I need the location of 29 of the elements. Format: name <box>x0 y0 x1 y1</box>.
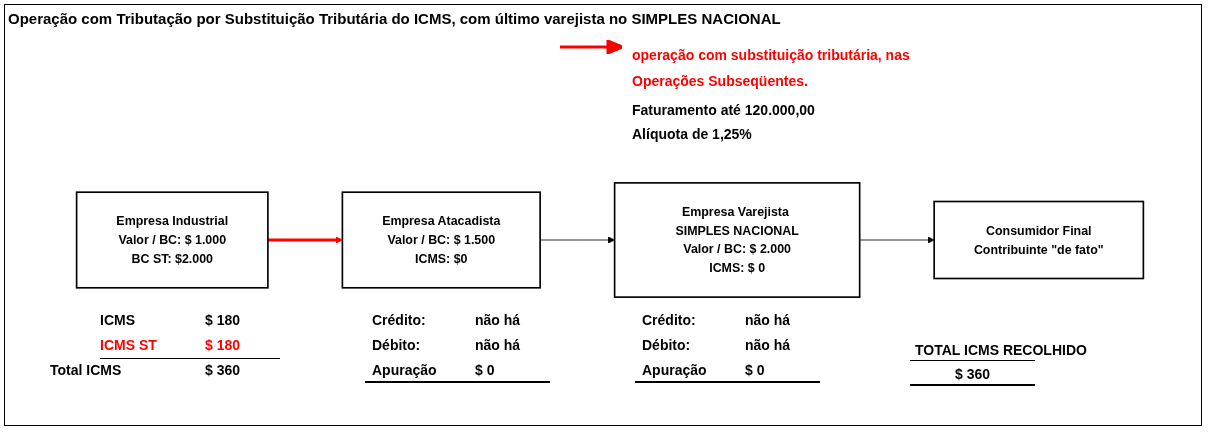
value-text: $ 180 <box>205 312 241 328</box>
row-label: Total ICMS <box>50 362 122 378</box>
row-label: Crédito: <box>372 312 426 328</box>
row-label: Apuração <box>642 362 707 378</box>
row-label: ICMS <box>100 312 135 328</box>
value-text: $ 360 <box>955 366 991 382</box>
row-label: ICMS ST <box>100 337 157 353</box>
note-text: Alíquota de 1,25% <box>632 126 752 142</box>
value-text: não há <box>745 312 791 328</box>
note-text: Faturamento até 120.000,00 <box>632 102 815 118</box>
value-text: $ 0 <box>745 362 765 378</box>
table-heading: TOTAL ICMS RECOLHIDO <box>915 342 1087 358</box>
node-box: Empresa Industrial Valor / BC: $ 1.000 BC ST: $2.000 <box>75 191 269 289</box>
row-label: Crédito: <box>642 312 696 328</box>
value-text: $ 0 <box>475 362 495 378</box>
value-text: não há <box>475 337 521 353</box>
row-label: Débito: <box>642 337 691 353</box>
arrow <box>267 236 343 244</box>
row-label: Débito: <box>372 337 421 353</box>
value-text: $ 360 <box>205 362 241 378</box>
legend-text: operação com substituição tributária, nas Operações Subseqüentes. <box>632 46 911 91</box>
node-box: Consumidor Final Contribuinte "de fato" <box>933 200 1145 280</box>
value-text: $ 180 <box>205 337 241 353</box>
node-box: Empresa Varejista SIMPLES NACIONAL Valor / BC: $ 2.000 ICMS: $ 0 <box>613 182 861 298</box>
row-label: Apuração <box>372 362 437 378</box>
node-box: Empresa Atacadista Valor / BC: $ 1.500 ICMS: $0 <box>341 191 541 289</box>
value-text: não há <box>475 312 521 328</box>
value-text: não há <box>745 337 791 353</box>
diagram-title: Operação com Tributação por Substituição Tributária do ICMS, com último varejista no SIMPLES NACIONAL <box>8 10 781 27</box>
